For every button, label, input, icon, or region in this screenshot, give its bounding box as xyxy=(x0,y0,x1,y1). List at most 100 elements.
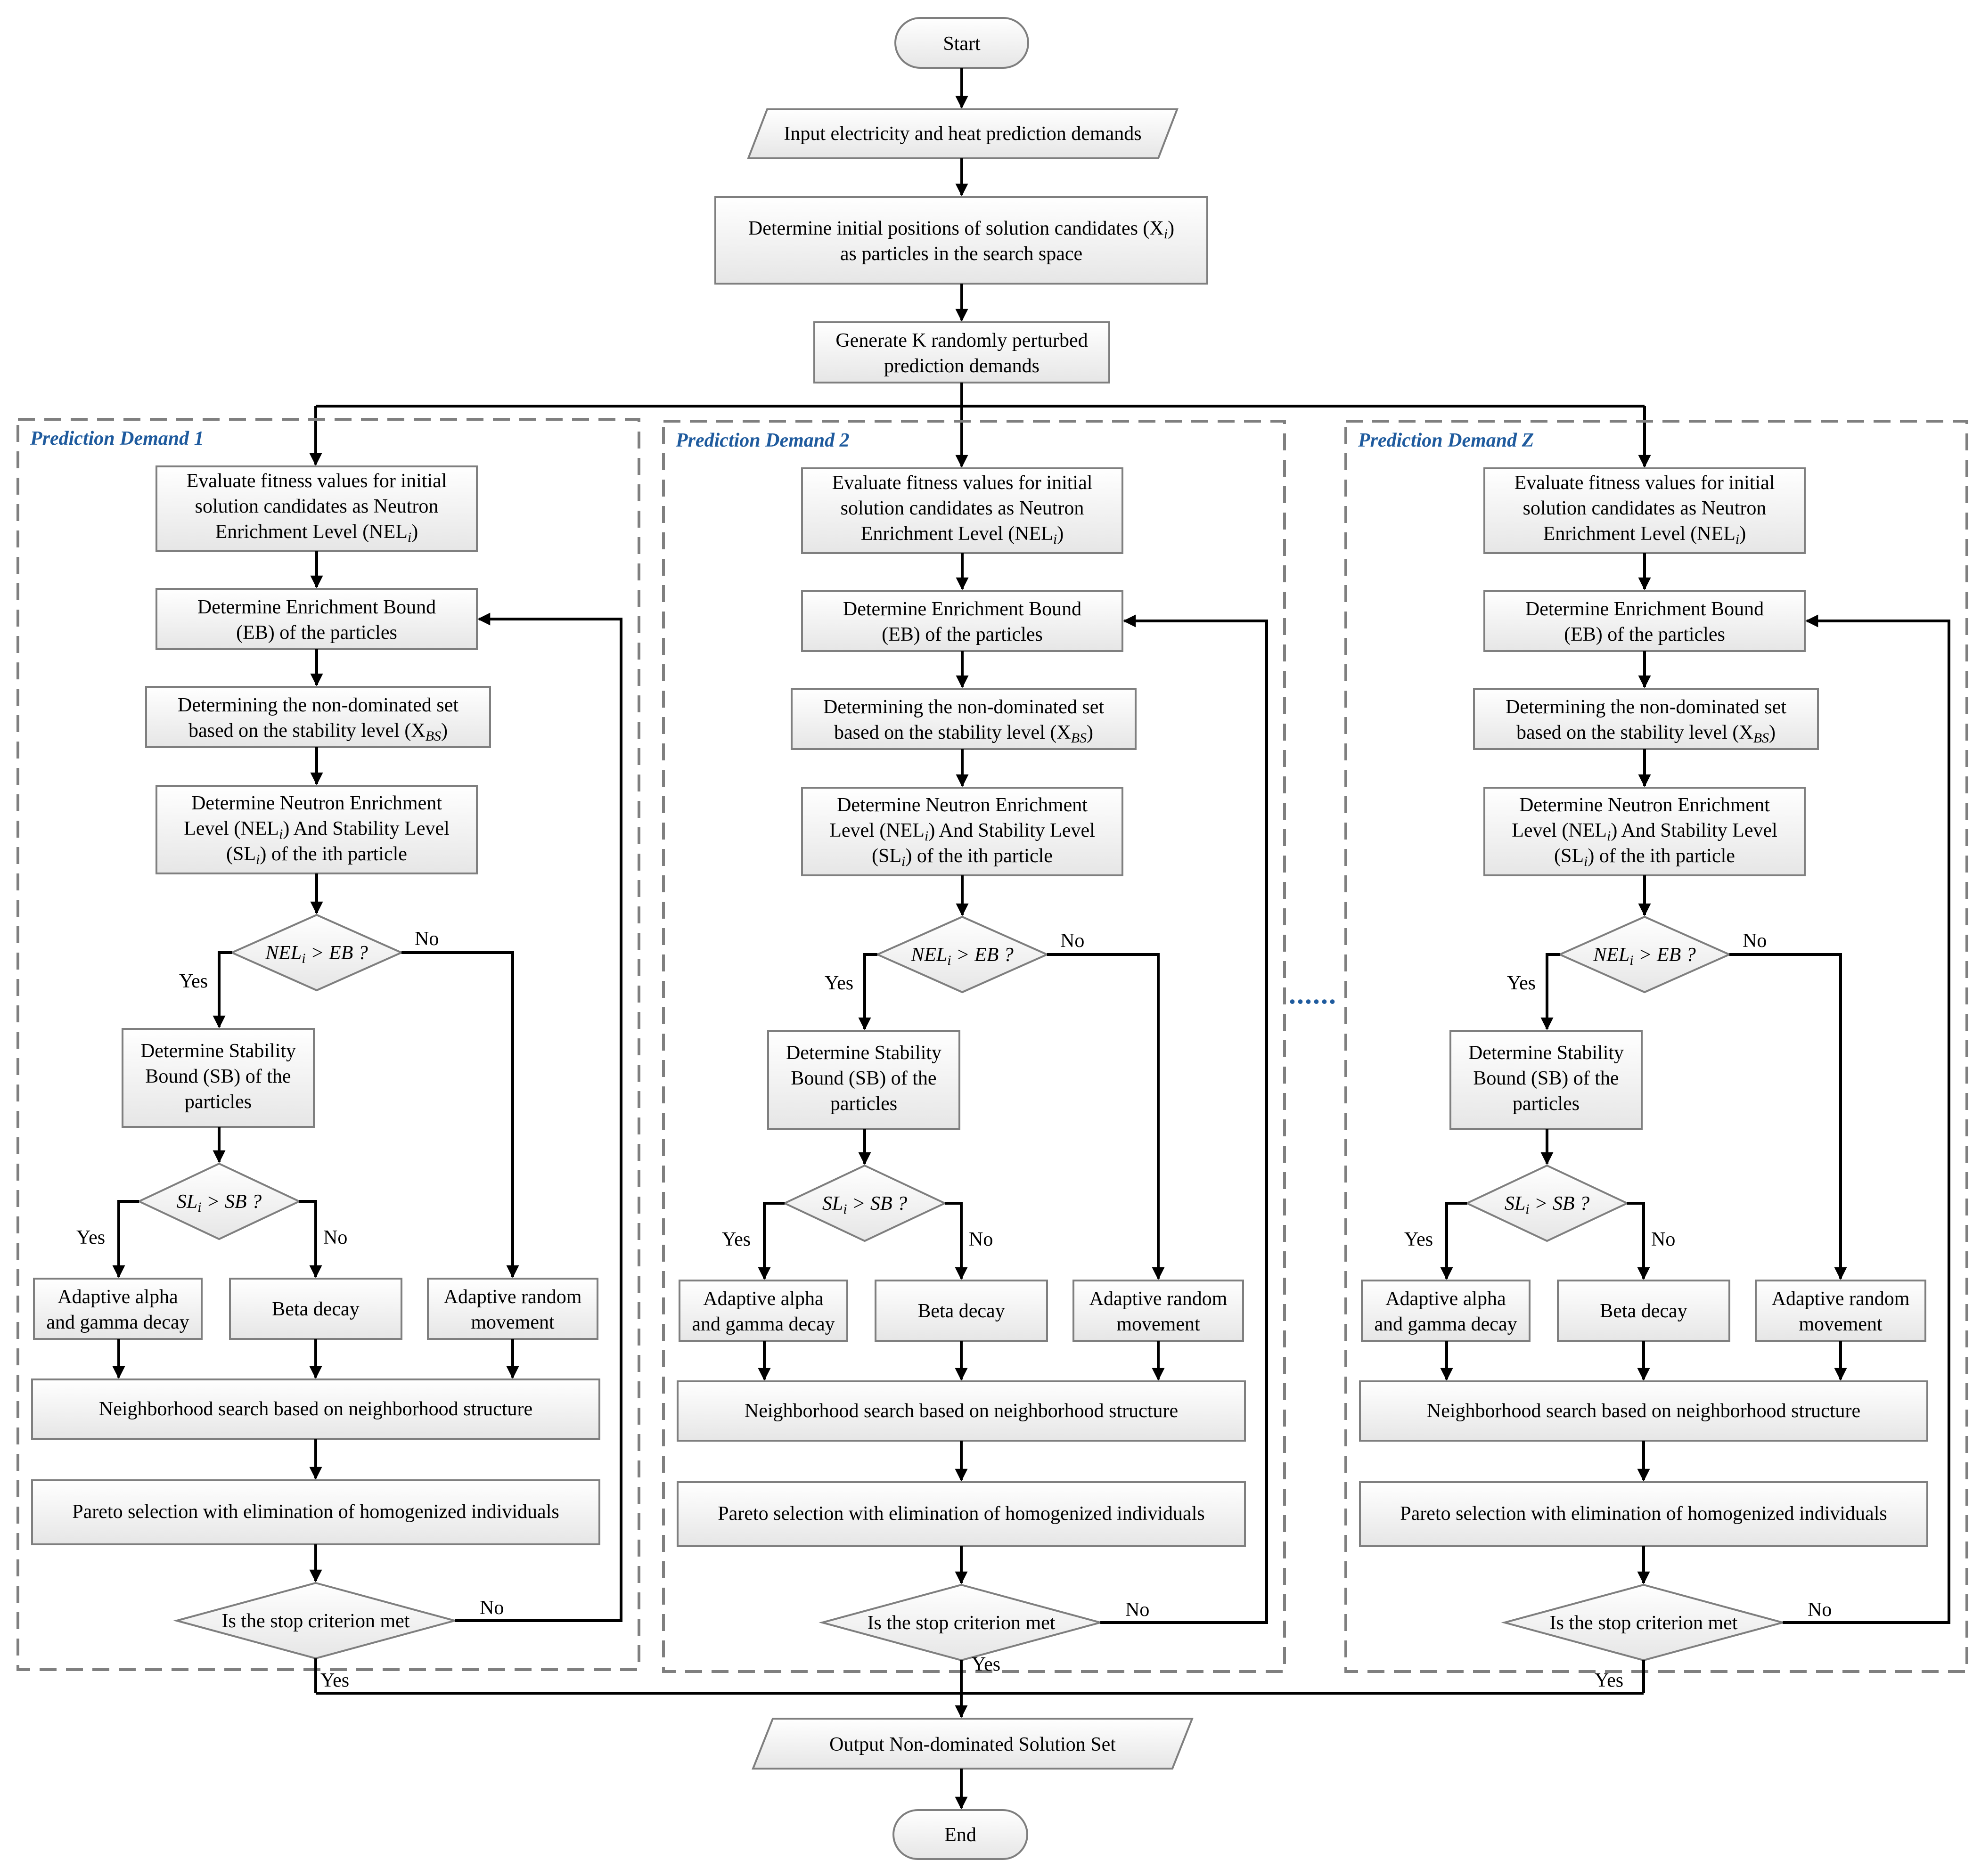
panel-border xyxy=(16,418,640,1671)
non-dominated-set-label: Determining the non-dominated set xyxy=(823,696,1104,718)
no-label: No xyxy=(1125,1599,1149,1621)
yes-label: Yes xyxy=(1507,972,1536,994)
enrichment-bound-label-2: (EB) of the particles xyxy=(236,622,397,644)
no-label: No xyxy=(415,928,439,950)
yes-label-panel-2: Yes xyxy=(972,1654,1000,1675)
neutron-stability-level-label-2: Level (NELi) And Stability Level xyxy=(184,818,450,842)
stability-bound-label-3: particles xyxy=(185,1091,252,1113)
alpha-gamma-decay-box xyxy=(33,1278,203,1340)
alpha-gamma-decay-label: Adaptive alpha xyxy=(703,1288,824,1310)
neutron-stability-level-label: Determine Neutron Enrichment xyxy=(837,794,1088,816)
beta-decay-box xyxy=(875,1280,1048,1342)
enrichment-bound-box xyxy=(156,588,478,650)
evaluate-fitness-label-3: Enrichment Level (NELi) xyxy=(861,523,1064,547)
no-label: No xyxy=(969,1229,993,1250)
evaluate-fitness-label-2: solution candidates as Neutron xyxy=(195,496,439,517)
neutron-stability-level-label: Determine Neutron Enrichment xyxy=(1519,794,1770,816)
evaluate-fitness-label-3: Enrichment Level (NELi) xyxy=(1543,523,1746,547)
stability-bound-label-2: Bound (SB) of the xyxy=(1473,1068,1619,1089)
panel-border xyxy=(662,420,1286,1673)
alpha-gamma-decay-box xyxy=(679,1280,848,1342)
yes-label: Yes xyxy=(722,1229,751,1250)
non-dominated-set-label-2: based on the stability level (XBS) xyxy=(834,722,1093,746)
decision-sl-gt-sb xyxy=(782,1164,947,1242)
stability-bound-label: Determine Stability xyxy=(140,1040,296,1062)
no-label: No xyxy=(1060,930,1084,952)
stability-bound-box xyxy=(767,1030,960,1130)
non-dominated-set-label-2: based on the stability level (XBS) xyxy=(188,720,448,744)
non-dominated-set-box xyxy=(791,688,1137,750)
enrichment-bound-label-2: (EB) of the particles xyxy=(1564,624,1725,645)
evaluate-fitness-label-2: solution candidates as Neutron xyxy=(841,498,1084,519)
enrichment-bound-label: Determine Enrichment Bound xyxy=(197,596,436,618)
panel-title: Prediction Demand 1 xyxy=(30,428,204,449)
beta-decay-label: Beta decay xyxy=(272,1298,359,1320)
init-positions-label-2: as particles in the search space xyxy=(840,243,1082,265)
neighborhood-search-label: Neighborhood search based on neighborhoo… xyxy=(99,1398,532,1420)
decision-stop-criterion-label: Is the stop criterion met xyxy=(1550,1612,1738,1634)
stability-bound-label-2: Bound (SB) of the xyxy=(145,1066,291,1087)
evaluate-fitness-label: Evaluate fitness values for initial xyxy=(832,472,1093,494)
panel-border xyxy=(1344,420,1968,1673)
panel-title: Prediction Demand Z xyxy=(1358,430,1534,451)
adaptive-random-label: Adaptive random xyxy=(1089,1288,1228,1310)
no-label: No xyxy=(1651,1229,1675,1250)
no-label: No xyxy=(1808,1599,1832,1621)
end-terminal xyxy=(892,1809,1028,1860)
decision-nel-gt-eb xyxy=(875,915,1049,994)
decision-sl-gt-sb-label: SLi > SB ? xyxy=(1505,1193,1589,1217)
generate-label-2: prediction demands xyxy=(884,355,1040,377)
enrichment-bound-box xyxy=(801,590,1123,652)
panel-prediction-demand-2: Prediction Demand 2 Evaluate fitness val… xyxy=(662,420,1286,1673)
alpha-gamma-decay-label-2: and gamma decay xyxy=(692,1313,835,1335)
alpha-gamma-decay-label: Adaptive alpha xyxy=(57,1286,178,1308)
beta-decay-label: Beta decay xyxy=(1600,1300,1687,1322)
panel-prediction-demand-z: Prediction Demand Z Evaluate fitness val… xyxy=(1344,420,1968,1673)
yes-label: Yes xyxy=(825,972,853,994)
enrichment-bound-label: Determine Enrichment Bound xyxy=(843,598,1081,620)
output-parallelogram xyxy=(752,1718,1194,1770)
neutron-stability-level-box xyxy=(1483,787,1806,876)
neutron-stability-level-label: Determine Neutron Enrichment xyxy=(191,792,442,814)
pareto-selection-label: Pareto selection with elimination of hom… xyxy=(1400,1503,1887,1525)
neighborhood-search-label: Neighborhood search based on neighborhoo… xyxy=(745,1400,1178,1422)
yes-label: Yes xyxy=(179,971,208,992)
end-label: End xyxy=(944,1824,976,1846)
beta-decay-box xyxy=(1557,1280,1730,1342)
generate-label: Generate K randomly perturbed xyxy=(835,330,1088,351)
pareto-selection-label: Pareto selection with elimination of hom… xyxy=(72,1501,559,1523)
stability-bound-label-3: particles xyxy=(1513,1093,1580,1115)
no-label: No xyxy=(1743,930,1767,952)
enrichment-bound-box xyxy=(1483,590,1806,652)
neutron-stability-level-label-3: (SLi) of the ith particle xyxy=(226,843,407,867)
adaptive-random-box xyxy=(427,1278,598,1340)
neutron-stability-level-label-3: (SLi) of the ith particle xyxy=(1554,845,1735,869)
pareto-selection-box xyxy=(1359,1481,1928,1547)
evaluate-fitness-label-3: Enrichment Level (NELi) xyxy=(215,521,418,545)
evaluate-fitness-label: Evaluate fitness values for initial xyxy=(1514,472,1775,494)
pareto-selection-label: Pareto selection with elimination of hom… xyxy=(718,1503,1204,1525)
yes-label-panel-1: Yes xyxy=(320,1670,349,1691)
decision-nel-gt-eb-label: NELi > EB ? xyxy=(910,944,1014,968)
neutron-stability-level-label-2: Level (NELi) And Stability Level xyxy=(1512,820,1777,844)
non-dominated-set-label: Determining the non-dominated set xyxy=(178,694,458,716)
neighborhood-search-box xyxy=(31,1378,600,1440)
stability-bound-label: Determine Stability xyxy=(1468,1042,1624,1064)
decision-nel-gt-eb-label: NELi > EB ? xyxy=(265,942,368,966)
no-label: No xyxy=(323,1227,347,1248)
decision-nel-gt-eb xyxy=(229,914,404,992)
input-parallelogram xyxy=(747,108,1179,159)
neutron-stability-level-label-3: (SLi) of the ith particle xyxy=(872,845,1053,869)
stability-bound-label: Determine Stability xyxy=(786,1042,941,1064)
decision-stop-criterion-label: Is the stop criterion met xyxy=(222,1610,410,1632)
alpha-gamma-decay-label-2: and gamma decay xyxy=(1374,1313,1517,1335)
no-label: No xyxy=(480,1597,504,1619)
stability-bound-label-3: particles xyxy=(830,1093,897,1115)
init-positions-box xyxy=(714,196,1208,285)
evaluate-fitness-label: Evaluate fitness values for initial xyxy=(187,470,447,492)
panel-title: Prediction Demand 2 xyxy=(675,430,850,451)
alpha-gamma-decay-box xyxy=(1361,1280,1531,1342)
yes-label-panel-z: Yes xyxy=(1595,1670,1623,1691)
pareto-selection-box xyxy=(31,1479,600,1545)
